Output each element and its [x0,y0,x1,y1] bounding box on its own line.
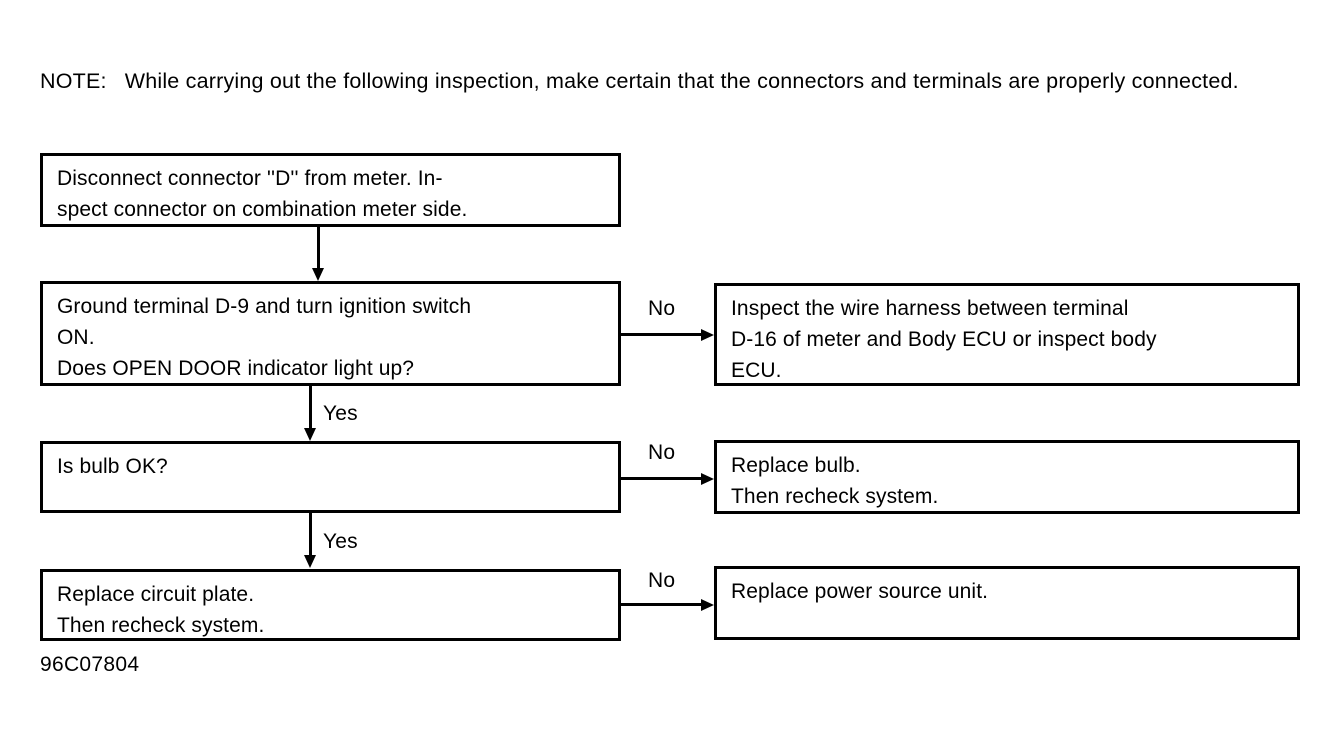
arrowhead-down-ground-to-bulb [304,428,316,441]
figure-caption: 96C07804 [40,653,140,676]
box-disconnect-connector: Disconnect connector ''D'' from meter. I… [40,153,621,227]
connector-ground-to-bulb [309,386,312,436]
edge-label-ground-yes: Yes [323,402,358,425]
connector-disconnect-to-ground [317,227,320,275]
note-paragraph: NOTE: While carrying out the following in… [40,66,1302,97]
box-ground-terminal: Ground terminal D-9 and turn ignition sw… [40,281,621,386]
note-label: NOTE: [40,69,107,93]
connector-bulb-to-circuit [309,513,312,563]
box-is-bulb-ok: Is bulb OK? [40,441,621,513]
arrowhead-right-bulb-to-replacebulb [701,473,714,485]
arrowhead-down-bulb-to-circuit [304,555,316,568]
box-replace-bulb: Replace bulb. Then recheck system. [714,440,1300,514]
note-text: While carrying out the following inspect… [124,69,1239,93]
edge-label-bulb-no: No [648,441,676,464]
box-inspect-wire-harness: Inspect the wire harness between termina… [714,283,1300,386]
arrowhead-down-disconnect-to-ground [312,268,324,281]
connector-ground-to-harness [621,333,706,336]
edge-label-circuit-no: No [648,569,676,592]
arrowhead-right-circuit-to-powerunit [701,599,714,611]
edge-label-ground-no: No [648,297,676,320]
box-replace-power-source-unit: Replace power source unit. [714,566,1300,640]
connector-circuit-to-powerunit [621,603,706,606]
arrowhead-right-ground-to-harness [701,329,714,341]
box-replace-circuit-plate: Replace circuit plate. Then recheck syst… [40,569,621,641]
connector-bulb-to-replacebulb [621,477,706,480]
edge-label-bulb-yes: Yes [323,530,358,553]
